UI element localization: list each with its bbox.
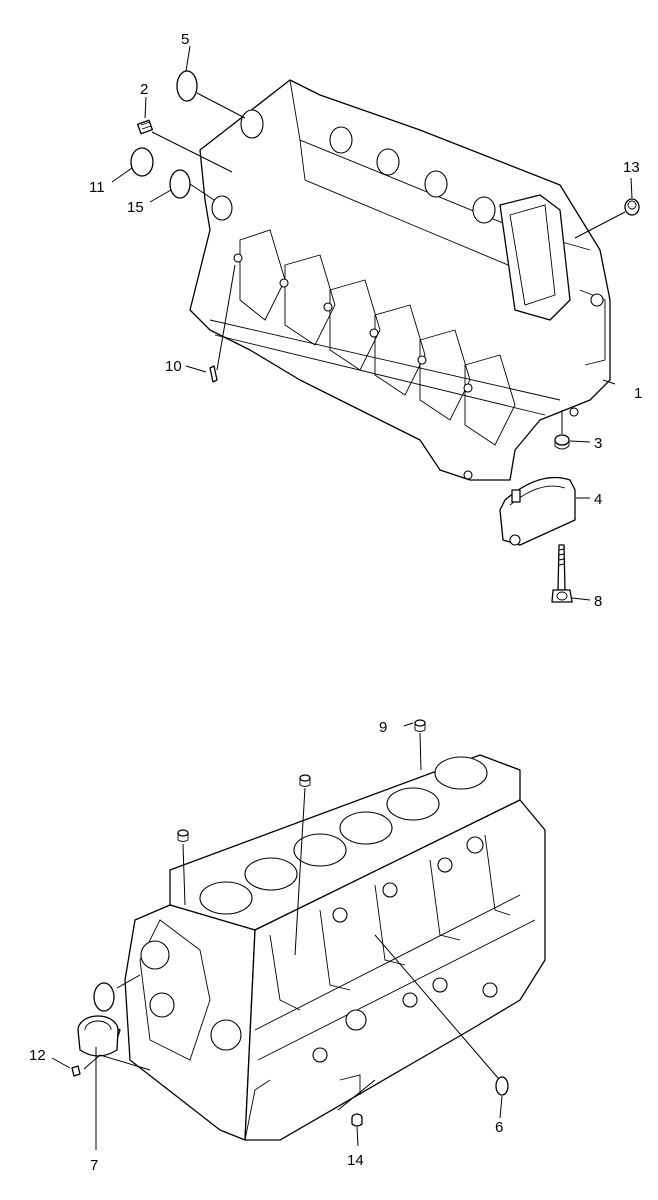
- callout-1: 1: [634, 385, 642, 402]
- bolt-8: [551, 544, 573, 603]
- o-ring-5: [176, 70, 198, 102]
- bolt-14: [351, 1113, 363, 1127]
- callout-6: 6: [495, 1119, 503, 1136]
- callout-7: 7: [90, 1157, 98, 1174]
- callout-12: 12: [29, 1047, 46, 1064]
- o-ring-front: [93, 982, 115, 1012]
- callout-13: 13: [623, 159, 640, 176]
- callout-10: 10: [165, 358, 182, 375]
- dowel-top-1: [299, 774, 311, 787]
- sleeve-3: [554, 434, 570, 450]
- dowel-pin-10: [209, 365, 218, 383]
- callout-4: 4: [594, 491, 602, 508]
- cylinder-block-bottom-view: [189, 79, 611, 481]
- seal-7: [77, 1015, 121, 1057]
- plug-2: [137, 119, 153, 135]
- callout-14: 14: [347, 1152, 364, 1169]
- callout-9: 9: [379, 719, 387, 736]
- callout-11: 11: [89, 179, 105, 196]
- callout-3: 3: [594, 435, 602, 452]
- callout-5: 5: [181, 31, 189, 48]
- plug-13: [624, 198, 640, 216]
- callout-8: 8: [594, 593, 602, 610]
- pin-12: [71, 1065, 81, 1077]
- callout-15: 15: [127, 199, 144, 216]
- o-ring-11: [130, 147, 154, 177]
- o-ring-15: [169, 169, 191, 199]
- cylinder-block-top-view: [124, 754, 546, 1141]
- dowel-top-2: [177, 829, 189, 842]
- bearing-cap-4: [499, 476, 576, 546]
- callout-2: 2: [140, 81, 148, 98]
- o-ring-6: [495, 1076, 509, 1096]
- plug-9: [414, 719, 426, 732]
